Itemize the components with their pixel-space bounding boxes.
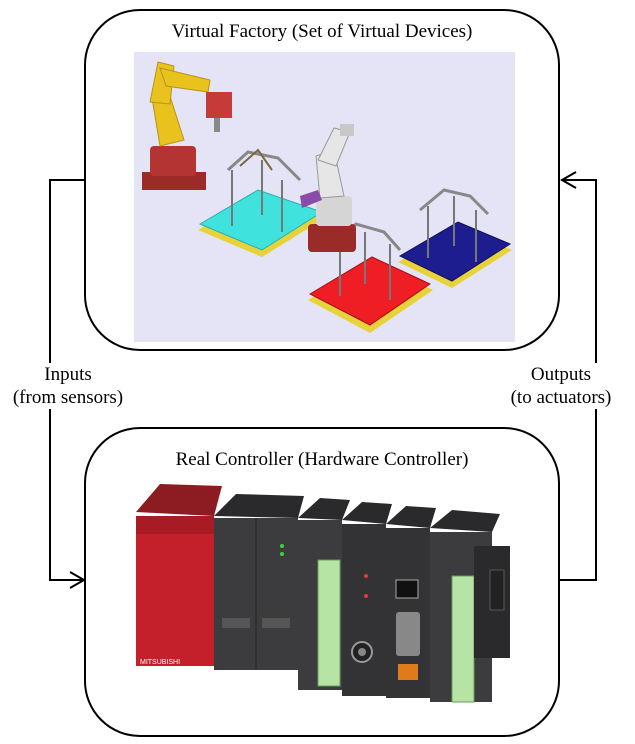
virtual-factory-title: Virtual Factory (Set of Virtual Devices) <box>171 21 473 42</box>
cpu-module <box>214 494 304 670</box>
power-supply-module: MITSUBISHI <box>136 484 222 666</box>
network-module <box>386 506 436 698</box>
outputs-arrowhead <box>559 171 577 189</box>
inputs-label: Inputs (from sensors) <box>4 363 132 409</box>
communication-module <box>342 502 392 696</box>
inputs-label-line1: Inputs <box>44 364 92 385</box>
cyan-work-table <box>198 148 325 257</box>
input-module <box>298 498 350 690</box>
brand-logo: MITSUBISHI <box>140 659 180 666</box>
white-robot <box>300 124 356 252</box>
outputs-label-line1: Outputs <box>530 364 592 385</box>
inputs-label-line2: (from sensors) <box>12 387 124 408</box>
output-module <box>430 510 510 703</box>
outputs-label: Outputs (to actuators) <box>500 363 622 409</box>
yellow-robot <box>142 61 232 190</box>
red-work-table <box>308 222 433 333</box>
real-controller-title: Real Controller (Hardware Controller) <box>175 449 469 470</box>
outputs-label-line2: (to actuators) <box>510 387 612 408</box>
blue-work-table <box>398 188 512 288</box>
